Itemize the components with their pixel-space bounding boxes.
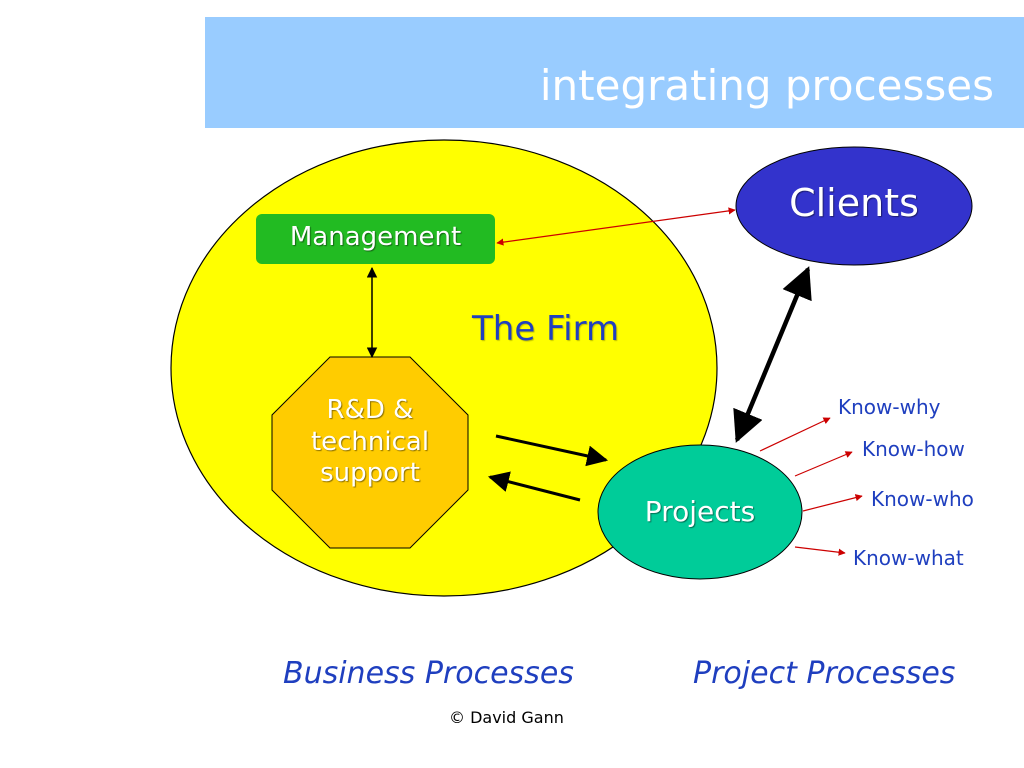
- management-label: Management: [289, 222, 462, 252]
- rnd-label: R&D & technical support: [310, 395, 430, 489]
- slide-title: integrating processes: [539, 61, 994, 110]
- arrow-projects-to-rnd: [487, 471, 581, 502]
- firm-label: The Firm: [472, 309, 620, 349]
- title-bar: integrating processes: [205, 17, 1024, 128]
- know-how-label: Know-how: [862, 437, 965, 461]
- management-box: Management: [256, 214, 495, 264]
- arrow-know-who: [802, 494, 863, 512]
- arrow-know-how: [794, 451, 853, 477]
- business-processes-label: Business Processes: [283, 656, 574, 691]
- project-processes-label: Project Processes: [693, 656, 956, 691]
- know-what-label: Know-what: [853, 546, 964, 570]
- know-why-label: Know-why: [838, 395, 941, 419]
- copyright: © David Gann: [449, 708, 564, 727]
- projects-label: Projects: [644, 495, 756, 528]
- arrow-know-what: [794, 546, 846, 556]
- arrow-management-clients: [496, 207, 736, 246]
- clients-label: Clients: [789, 181, 919, 225]
- arrow-rnd-to-projects: [495, 434, 609, 467]
- know-who-label: Know-who: [871, 487, 974, 511]
- arrow-clients-projects: [733, 266, 812, 443]
- rnd-octagon: [271, 356, 469, 549]
- arrow-know-why: [759, 417, 831, 452]
- clients-ellipse: [735, 146, 973, 266]
- projects-ellipse: [597, 444, 803, 580]
